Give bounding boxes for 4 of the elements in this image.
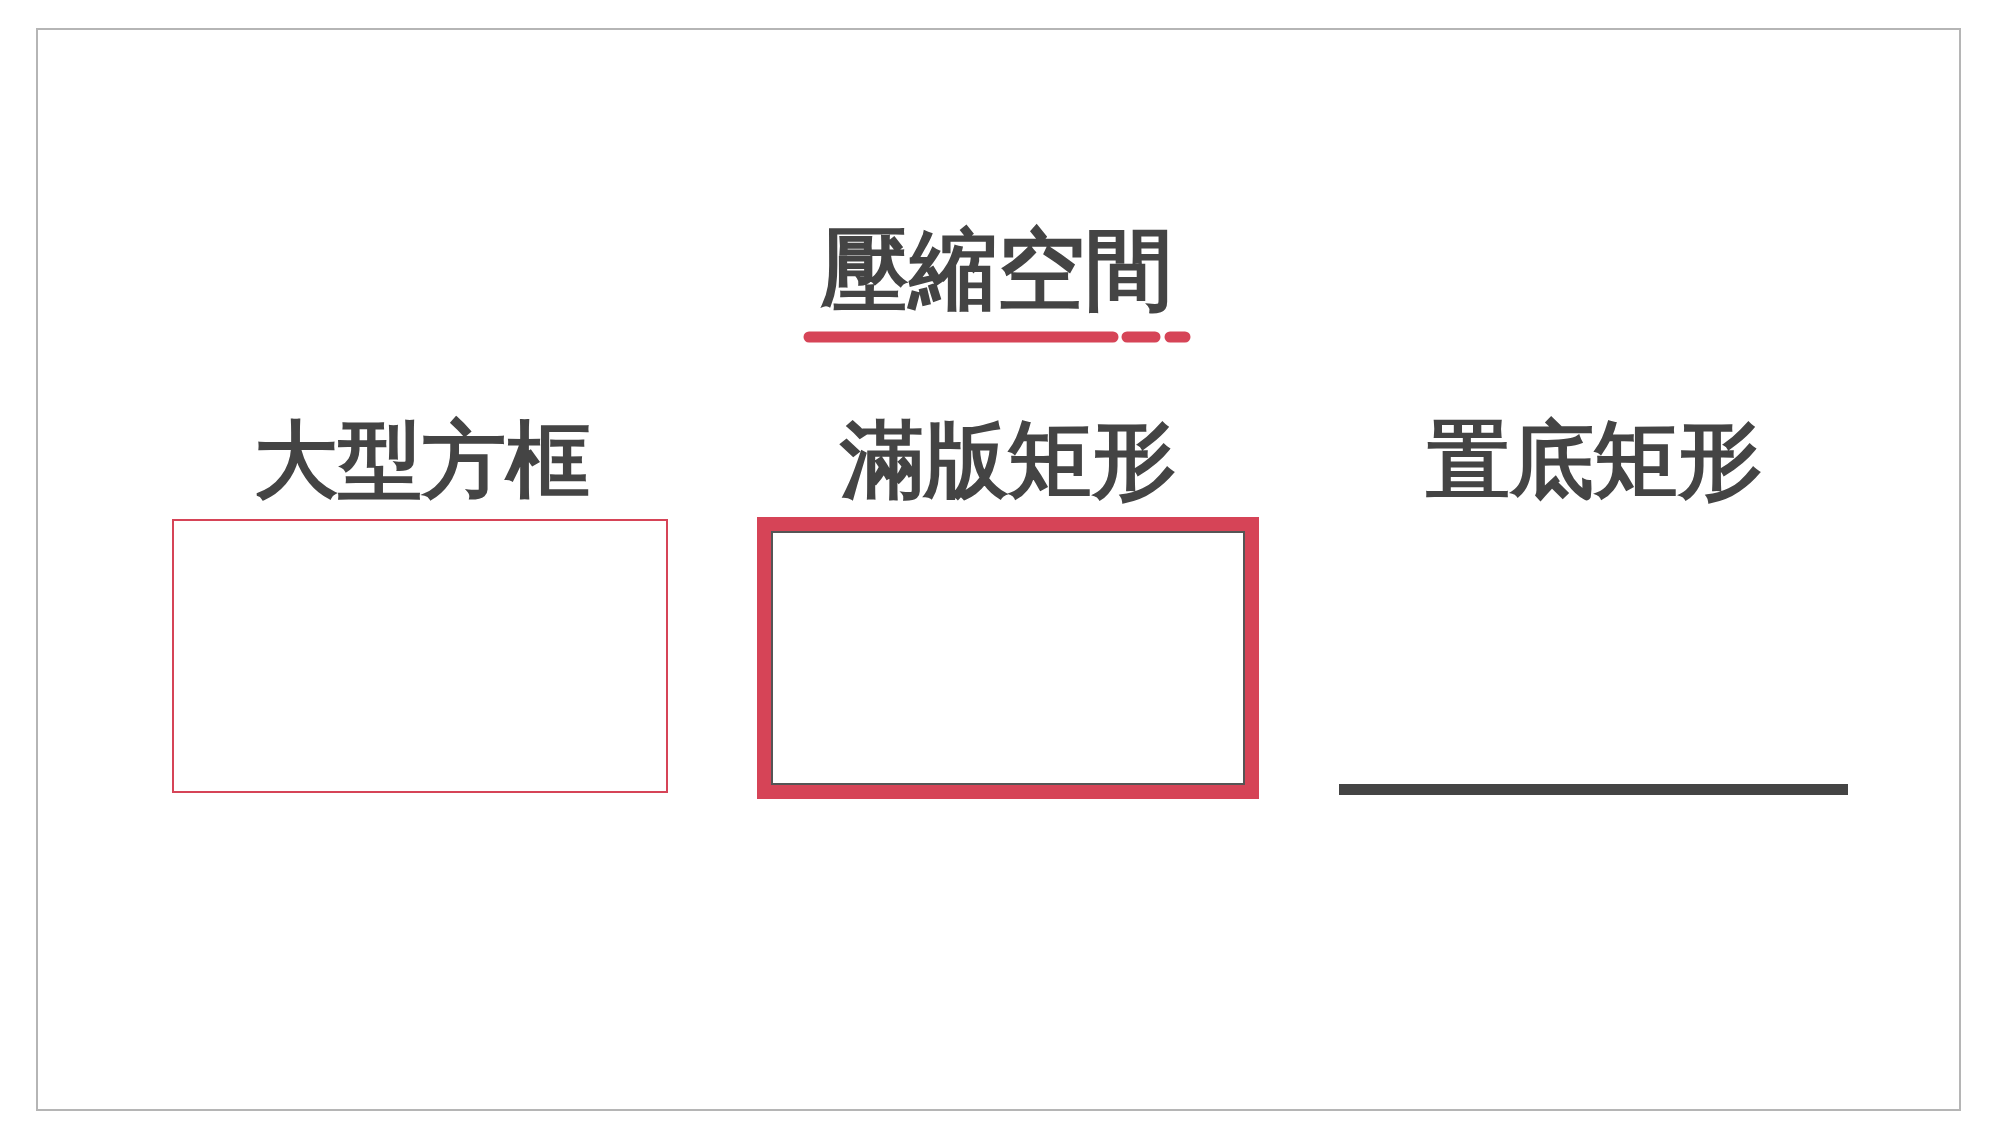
title: 壓縮空間	[819, 222, 1174, 318]
box-heading: 滿版矩形	[838, 412, 1177, 508]
box-heading: 大型方框	[253, 412, 591, 508]
box-heading: 置底矩形	[1424, 412, 1763, 508]
